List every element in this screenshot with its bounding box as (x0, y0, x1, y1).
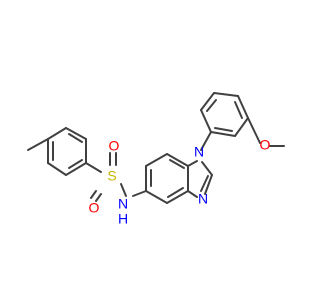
methoxyphenyl-ring-double-bond (214, 127, 233, 132)
methoxyphenyl-ring-bond (237, 95, 249, 119)
methyl-bond (27, 138, 49, 151)
toluene-ring-bond (47, 162, 67, 176)
benzimidazole-ring-bond (145, 190, 168, 204)
amide-nitrogen-label: N (118, 196, 128, 212)
amide-hydrogen-label: H (118, 211, 128, 227)
structure-canvas: S O O N H N N O (27, 92, 285, 227)
benzimidazole-ring-bond (166, 190, 189, 204)
toluene-ring-bond (47, 127, 67, 140)
sulfonyl-oxygen-top-label: O (109, 138, 120, 154)
methoxyphenyl-ring-double-bond (206, 99, 217, 112)
methoxyphenyl-ring-bond (234, 117, 249, 137)
sulfonyl-double-bond-bottom (90, 190, 97, 199)
toluene-ring-bond (65, 162, 87, 176)
toluene-ring-bond (65, 127, 87, 140)
toluene-ring-double-bond (68, 159, 83, 169)
methoxy-oxygen-bond (247, 117, 261, 144)
sulfonyl-double-bond-bottom (95, 193, 102, 202)
imidazole-n1-label: N (194, 144, 204, 160)
methoxyphenyl-ring-double-bond (234, 101, 243, 119)
atom-label-group: S O O N H N N O (89, 137, 271, 227)
nitrogen-aryl-bond (132, 190, 147, 197)
aryl-sulfur-bond (85, 162, 102, 173)
bond-group (27, 92, 285, 204)
sulfur-atom-label: S (107, 168, 116, 184)
benzimidazole-ring-bond (166, 153, 189, 167)
sulfur-nitrogen-bond (120, 183, 127, 197)
imidazole-ring-bond (201, 161, 213, 176)
benzimidazole-ring-bond (145, 153, 168, 167)
nitrogen-phenyl-bond (200, 131, 212, 151)
imidazole-ring-double-bond (200, 175, 209, 192)
methoxyphenyl-ring-bond (210, 131, 236, 137)
benzimidazole-ring-double-bond (169, 159, 185, 169)
methoxyphenyl-ring-bond (200, 92, 215, 111)
methoxyphenyl-ring-bond (213, 92, 239, 97)
imidazole-ring-bond (187, 160, 198, 167)
imidazole-ring-double-bond (204, 174, 213, 195)
sulfonyl-oxygen-bottom-label: O (89, 200, 100, 216)
molecule-drawing: S O O N H N N O (27, 92, 285, 227)
methoxy-oxygen-label: O (260, 137, 271, 153)
methoxyphenyl-ring-bond (200, 109, 212, 133)
imidazole-n3-label: N (198, 191, 208, 207)
toluene-ring-double-bond (68, 133, 83, 143)
imidazole-ring-bond (187, 190, 198, 198)
benzimidazole-ring-double-bond (167, 187, 184, 198)
